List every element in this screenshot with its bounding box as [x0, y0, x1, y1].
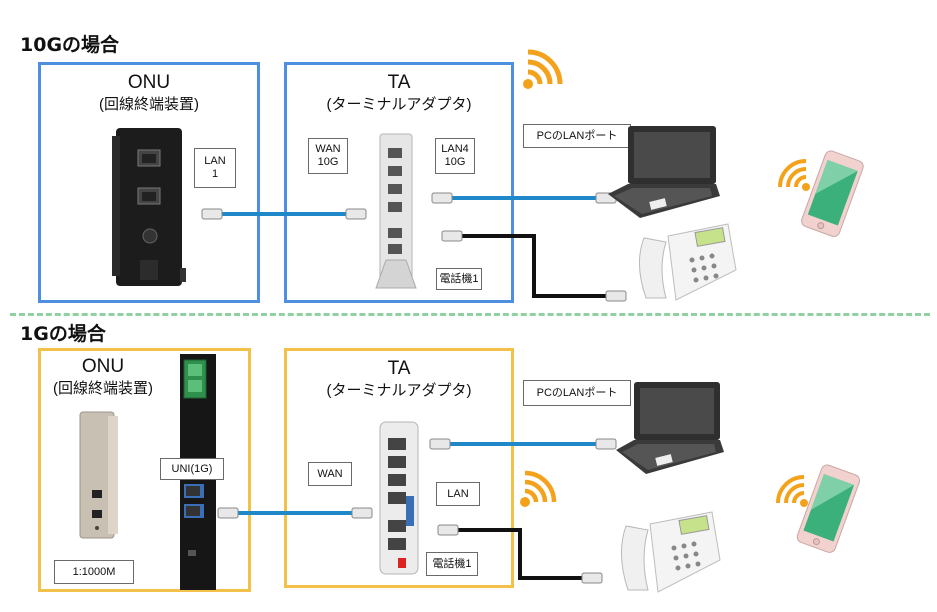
tag-lan-1g: LAN	[436, 482, 480, 506]
phone-cable-10g	[441, 230, 627, 302]
ta-frame-10g	[284, 62, 514, 303]
lan-cable-ta-pc-10g	[431, 192, 617, 204]
desk-phone-1g	[620, 511, 721, 593]
tag-ratio-1g: 1:1000M	[54, 560, 134, 584]
smartphone-10g	[801, 150, 864, 237]
wifi-icon-1g-ta	[520, 470, 557, 507]
lan-cable-ta-pc-1g	[429, 438, 617, 450]
section-title-10g: 10Gの場合	[20, 34, 120, 56]
onu-frame-10g	[38, 62, 260, 303]
ta-title-1g: TA	[387, 358, 411, 379]
lan-cable-onu-ta-10g	[201, 208, 367, 220]
ta-device-10g	[375, 133, 417, 289]
wifi-icon-1g-phone	[776, 475, 808, 507]
onu-subtitle-1g: (回線終端装置)	[53, 380, 153, 397]
onu-title-10g: ONU	[127, 72, 171, 93]
tag-phone-10g: 電話機1	[436, 268, 482, 290]
tag-phone-1g: 電話機1	[426, 552, 478, 576]
tag-wan-10g: WAN 10G	[308, 138, 348, 174]
tag-lan1: LAN 1	[194, 148, 236, 188]
tag-uni-1g: UNI(1G)	[160, 458, 224, 480]
onu-frame-1g	[38, 348, 251, 592]
section-divider	[10, 313, 930, 316]
section-title-1g: 1Gの場合	[20, 323, 106, 345]
phone-cable-1g	[437, 524, 603, 584]
tag-pc-port-1g: PCのLANポート	[523, 380, 631, 406]
onu-device-10g	[112, 128, 186, 286]
tag-lan4-10g: LAN4 10G	[435, 138, 475, 174]
ta-subtitle-10g: (ターミナルアダプタ)	[326, 96, 472, 113]
wifi-icon-10g-phone	[778, 159, 810, 191]
smartphone-1g	[796, 464, 861, 553]
laptop-10g	[608, 126, 720, 218]
desk-phone-10g	[639, 223, 737, 301]
ta-subtitle-1g: (ターミナルアダプタ)	[326, 382, 472, 399]
onu-small-device-1g	[79, 411, 118, 539]
onu-title-1g: ONU	[81, 356, 125, 377]
ta-frame-1g	[284, 348, 514, 588]
wifi-icon-10g-ta	[523, 49, 563, 89]
ta-device-1g	[379, 421, 419, 575]
lan-cable-onu-ta-1g	[217, 507, 373, 519]
onu-subtitle-10g: (回線終端装置)	[99, 96, 199, 113]
ta-title-10g: TA	[387, 72, 411, 93]
laptop-1g	[616, 382, 724, 474]
tag-wan-1g: WAN	[308, 462, 352, 486]
